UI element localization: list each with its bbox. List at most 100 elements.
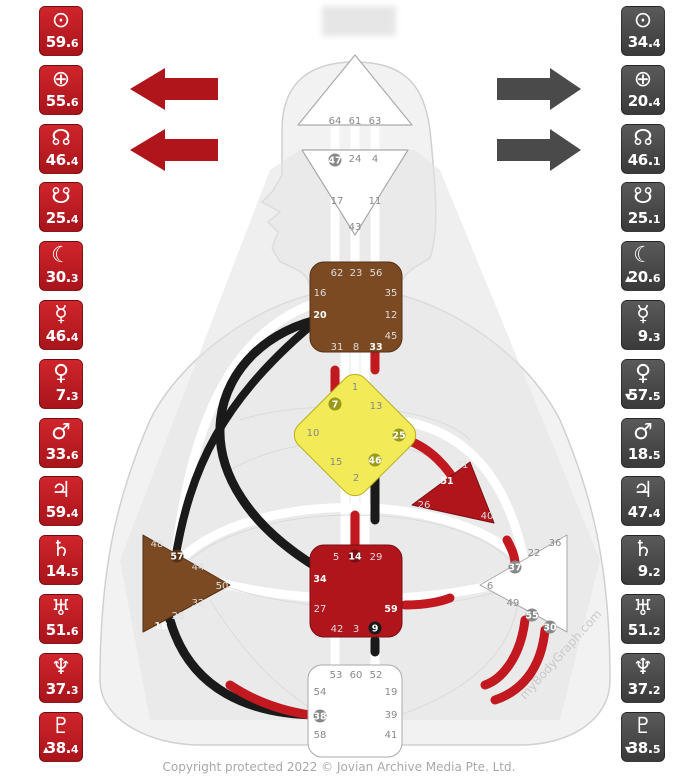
gate: 14 (45, 562, 66, 581)
gate-line: 9.3 (637, 326, 661, 345)
personality-earth[interactable]: ⊕20.4 (621, 64, 665, 115)
design-moon[interactable]: ☾30.3 (39, 241, 83, 292)
gate-30-line (490, 625, 550, 705)
design-uranus[interactable]: ♅51.6 (39, 593, 83, 644)
svg-text:30: 30 (543, 623, 557, 634)
gate: 47 (627, 503, 648, 522)
jupiter-icon: ♃ (51, 478, 71, 504)
design-mercury[interactable]: ☿46.4 (39, 299, 83, 350)
svg-text:33: 33 (369, 342, 382, 353)
gate: 34 (627, 33, 648, 51)
gate-line: 34.4 (627, 33, 661, 51)
left-arrow-bottom (130, 129, 218, 171)
gate-line: 38.4 (45, 738, 79, 757)
venus-icon: ♀ (52, 360, 70, 386)
svg-text:23: 23 (350, 268, 363, 279)
svg-text:63: 63 (369, 116, 382, 127)
personality-mercury[interactable]: ☿9.3 (621, 299, 665, 350)
design-sun[interactable]: ⊙59.6 (39, 6, 83, 56)
saturn-icon: ♄ (633, 537, 653, 563)
personality-neptune[interactable]: ♆37.2 (621, 652, 665, 703)
personality-north-node[interactable]: ☊46.1 (621, 123, 665, 174)
design-south-node[interactable]: ☋25.4 (39, 182, 83, 233)
arrows (130, 68, 581, 171)
svg-text:49: 49 (507, 598, 520, 609)
gate-line: 14.5 (45, 562, 79, 581)
gate: 7 (55, 385, 66, 404)
svg-text:16: 16 (314, 288, 327, 299)
svg-text:62: 62 (331, 268, 344, 279)
copyright: Copyright protected 2022 © Jovian Archiv… (162, 760, 516, 774)
svg-text:2: 2 (353, 473, 359, 484)
personality-saturn[interactable]: ♄9.2 (621, 535, 665, 586)
svg-text:6: 6 (487, 581, 493, 592)
svg-text:41: 41 (385, 730, 398, 741)
gate: 18 (627, 444, 648, 463)
personality-jupiter[interactable]: ♃47.4 (621, 476, 665, 527)
saturn-icon: ♄ (51, 537, 71, 563)
svg-text:31: 31 (331, 342, 344, 353)
design-neptune[interactable]: ♆37.3 (39, 652, 83, 703)
right-arrow-bottom (497, 129, 581, 171)
personality-venus[interactable]: ♀57.5▼ (621, 358, 665, 409)
svg-text:27: 27 (314, 604, 327, 615)
design-column: ⊙59.6 ⊕55.6 ☊46.4 ☋25.4 ☾30.3 ☿46.4 ♀7.3 ♂33.6 ♃… (39, 6, 83, 770)
svg-text:18: 18 (154, 621, 168, 632)
svg-text:21: 21 (456, 460, 469, 471)
gate-line: 59.6 (45, 33, 79, 51)
marker: ▼ (625, 391, 632, 401)
moon-icon: ☾ (51, 243, 71, 269)
gate-line: 25.4 (45, 209, 79, 228)
throat-center (309, 261, 403, 353)
svg-text:35: 35 (385, 288, 398, 299)
svg-text:47: 47 (328, 156, 341, 167)
line: 4 (652, 507, 661, 521)
line: 2 (652, 624, 661, 638)
gate: 30 (45, 268, 66, 287)
personality-sun[interactable]: ⊙34.4 (621, 6, 665, 56)
svg-text:4: 4 (372, 154, 378, 165)
channel-57-20 (171, 314, 324, 564)
svg-text:22: 22 (528, 548, 541, 559)
design-earth[interactable]: ⊕55.6 (39, 64, 83, 115)
design-saturn[interactable]: ♄14.5 (39, 535, 83, 586)
personality-south-node[interactable]: ☋25.1 (621, 182, 665, 233)
gate: 9 (637, 326, 648, 345)
gate-line: 59.4 (45, 503, 79, 522)
gate-line: 25.1 (627, 209, 661, 228)
gate: 55 (45, 91, 66, 110)
design-pluto[interactable]: ♇38.4▲ (39, 711, 83, 762)
neptune-icon: ♆ (633, 654, 653, 680)
svg-text:25: 25 (392, 431, 405, 442)
gate: 20 (627, 91, 648, 110)
design-jupiter[interactable]: ♃59.4 (39, 476, 83, 527)
personality-moon[interactable]: ☾20.6▲ (621, 241, 665, 292)
gate: 51 (627, 620, 648, 639)
line: 6 (70, 448, 79, 462)
gate: 20 (627, 268, 648, 287)
personality-mars[interactable]: ♂18.5 (621, 417, 665, 468)
gate-line: 33.6 (45, 444, 79, 463)
line: 5 (70, 566, 79, 580)
sun-icon: ⊙ (633, 8, 653, 33)
gate: 38 (627, 738, 648, 757)
personality-pluto[interactable]: ♇38.5▼ (621, 711, 665, 762)
earth-icon: ⊕ (633, 66, 653, 92)
design-mars[interactable]: ♂33.6 (39, 417, 83, 468)
design-venus[interactable]: ♀7.3 (39, 358, 83, 409)
svg-text:58: 58 (314, 730, 327, 741)
personality-uranus[interactable]: ♅51.2 (621, 593, 665, 644)
svg-text:61: 61 (349, 116, 362, 127)
gate: 51 (45, 620, 66, 639)
north-node-icon: ☊ (633, 125, 653, 151)
design-north-node[interactable]: ☊46.4 (39, 123, 83, 174)
gate: 46 (627, 150, 648, 169)
svg-text:46: 46 (368, 456, 382, 467)
gate: 33 (45, 444, 66, 463)
gate: 25 (627, 209, 648, 228)
g-center (293, 373, 417, 497)
svg-text:1: 1 (352, 382, 358, 393)
line: 1 (652, 154, 661, 168)
gate: 25 (45, 209, 66, 228)
